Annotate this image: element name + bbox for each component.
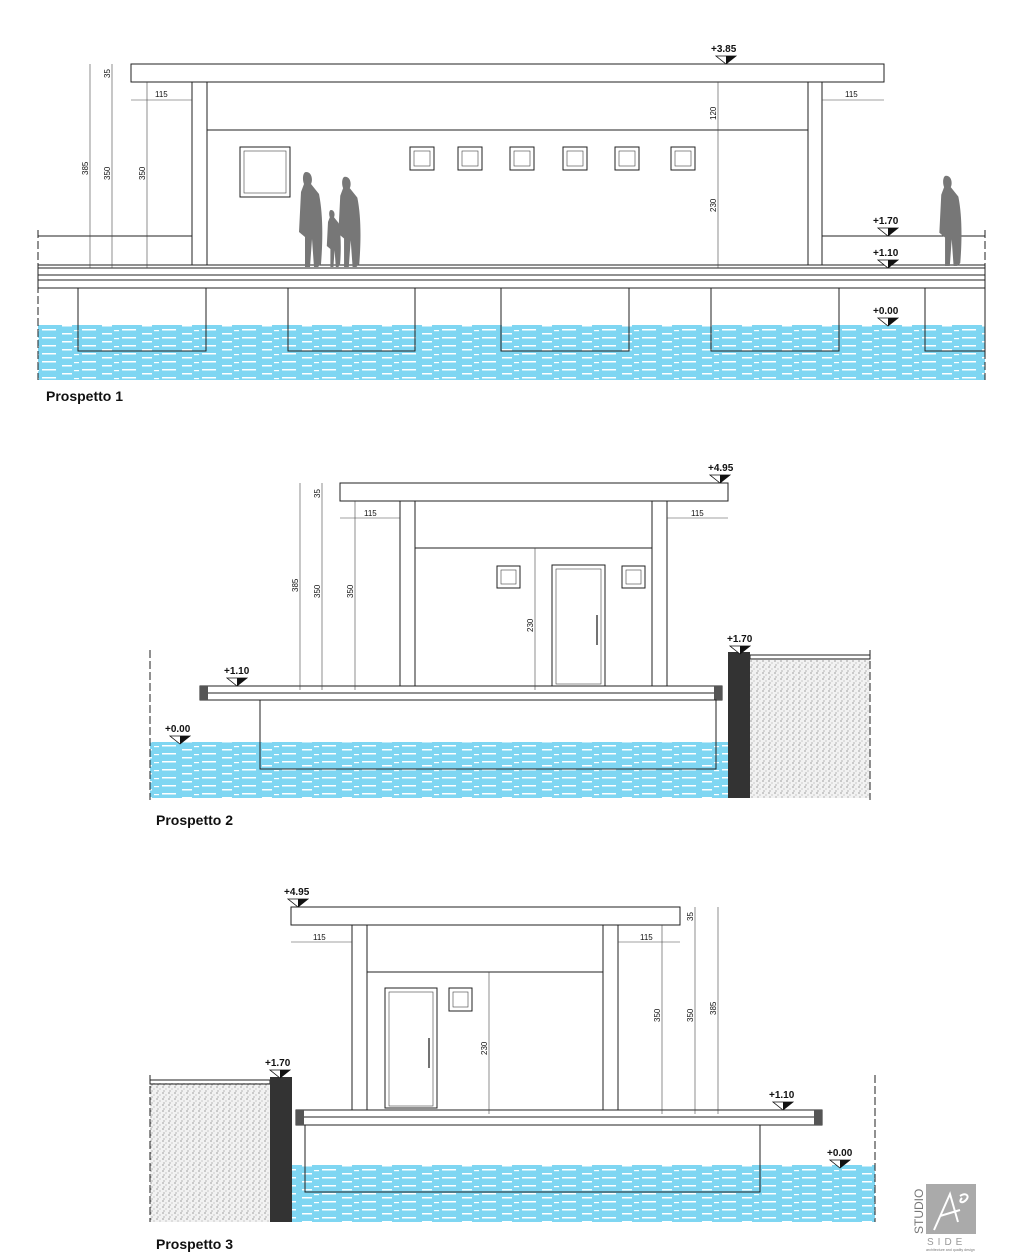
svg-text:385: 385 [291, 578, 300, 592]
svg-text:+1.70: +1.70 [727, 634, 753, 645]
studio-side-logo: STUDIO SIDE architecture and quality des… [912, 1182, 978, 1252]
level-markers: +4.95 +1.10 +0.00 +1.70 [165, 463, 753, 745]
svg-text:architecture and quality desig: architecture and quality design [926, 1248, 975, 1252]
logo-graphic: STUDIO SIDE architecture and quality des… [912, 1184, 976, 1252]
dimensions: 385 350 350 35 115 115 120 230 [81, 64, 884, 268]
svg-text:115: 115 [691, 509, 704, 518]
svg-text:+0.00: +0.00 [827, 1148, 853, 1159]
dimensions: 350 350 385 35 115 115 230 [291, 907, 719, 1114]
elevation-1: 385 350 350 35 115 115 120 230 +3.85 +1.… [37, 44, 986, 380]
svg-text:350: 350 [346, 584, 355, 598]
small-windows [409, 146, 696, 171]
soil [150, 1083, 270, 1222]
svg-text:35: 35 [103, 69, 112, 78]
soil [750, 658, 870, 798]
dimensions: 385 350 350 35 115 115 230 [291, 483, 728, 690]
water [38, 325, 985, 380]
column [807, 81, 823, 266]
title-prospetto-3: Prospetto 3 [156, 1236, 234, 1252]
svg-text:+1.10: +1.10 [873, 248, 899, 259]
water [292, 1165, 875, 1222]
svg-text:SIDE: SIDE [927, 1237, 966, 1248]
svg-text:+1.10: +1.10 [224, 666, 250, 677]
svg-text:230: 230 [709, 198, 718, 212]
svg-text:+0.00: +0.00 [873, 306, 899, 317]
svg-text:+0.00: +0.00 [165, 724, 191, 735]
svg-text:35: 35 [686, 912, 695, 921]
svg-text:120: 120 [709, 106, 718, 120]
people-silhouettes [299, 172, 962, 267]
svg-text:+4.95: +4.95 [284, 887, 310, 898]
svg-text:STUDIO: STUDIO [912, 1189, 926, 1234]
retaining-wall [728, 652, 750, 798]
svg-text:350: 350 [103, 166, 112, 180]
svg-text:350: 350 [686, 1008, 695, 1022]
svg-text:115: 115 [364, 509, 377, 518]
door [384, 987, 438, 1109]
roof [130, 63, 885, 83]
roof [290, 906, 681, 926]
svg-text:230: 230 [526, 618, 535, 632]
svg-text:350: 350 [653, 1008, 662, 1022]
water [150, 742, 728, 798]
svg-text:385: 385 [81, 161, 90, 175]
svg-text:+3.85: +3.85 [711, 44, 737, 55]
elevation-3: 350 350 385 35 115 115 230 +4.95 +1.70 +… [149, 887, 876, 1222]
svg-text:385: 385 [709, 1001, 718, 1015]
svg-text:+4.95: +4.95 [708, 463, 734, 474]
svg-text:+1.70: +1.70 [873, 216, 899, 227]
float [304, 1124, 761, 1193]
roof [339, 482, 729, 502]
deck [37, 264, 986, 276]
svg-text:350: 350 [138, 166, 147, 180]
svg-text:115: 115 [155, 90, 168, 99]
svg-text:+1.70: +1.70 [265, 1058, 291, 1069]
level-markers: +3.85 +1.70 +1.10 +0.00 [711, 44, 899, 327]
column [191, 81, 208, 266]
title-prospetto-2: Prospetto 2 [156, 812, 234, 828]
retaining-wall [270, 1077, 292, 1222]
svg-text:230: 230 [480, 1041, 489, 1055]
float [259, 699, 717, 770]
svg-text:35: 35 [313, 489, 322, 498]
svg-text:350: 350 [313, 584, 322, 598]
title-prospetto-1: Prospetto 1 [46, 388, 124, 404]
svg-text:+1.10: +1.10 [769, 1090, 795, 1101]
floats [77, 287, 986, 352]
svg-text:115: 115 [313, 933, 326, 942]
window [239, 146, 291, 198]
svg-text:115: 115 [845, 90, 858, 99]
elevation-2: 385 350 350 35 115 115 230 +4.95 +1.10 +… [149, 463, 871, 800]
svg-text:115: 115 [640, 933, 653, 942]
level-markers: +4.95 +1.70 +1.10 +0.00 [265, 887, 853, 1169]
